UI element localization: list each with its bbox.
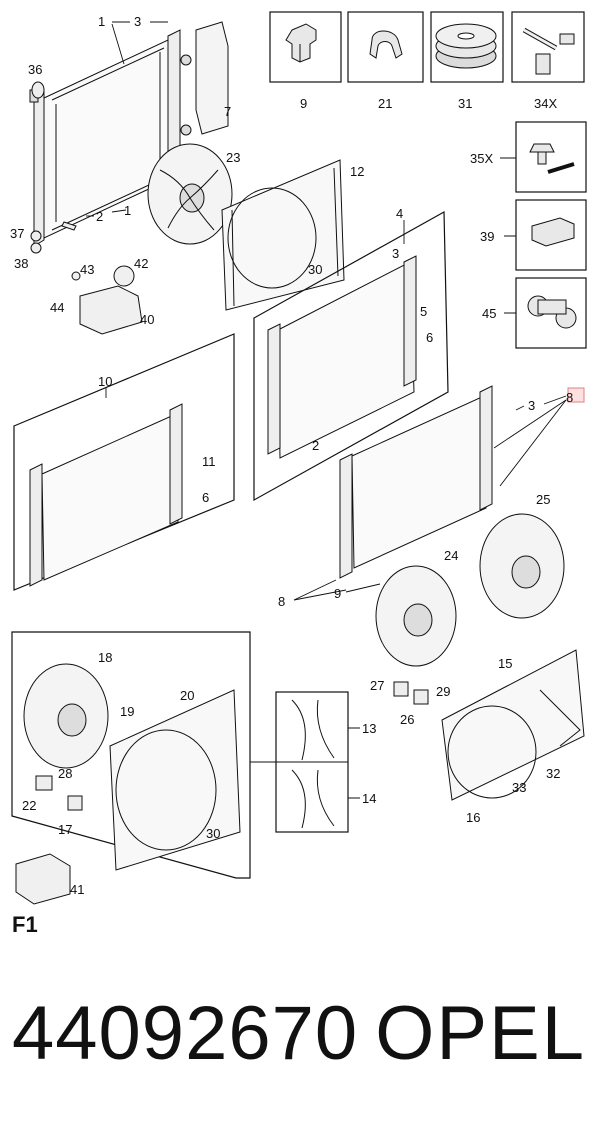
callout: 2 (96, 209, 103, 224)
callout: 26 (400, 712, 414, 727)
fan-blade-23 (147, 143, 233, 245)
callout: 4 (396, 206, 403, 221)
inset-part-45: 45 (482, 277, 587, 349)
callout: 23 (226, 150, 240, 165)
callout: 18 (98, 650, 112, 665)
fan-assembly-box (11, 631, 251, 879)
callout: 19 (120, 704, 134, 719)
callout: 38 (14, 256, 28, 271)
callout: 28 (58, 766, 72, 781)
callout: 10 (98, 374, 112, 389)
fan-blade-25 (479, 513, 565, 619)
inset-part-21: 21 (347, 11, 424, 111)
fan-blade-18 (23, 663, 109, 769)
callout: 43 (80, 262, 94, 277)
reservoir-41 (15, 853, 71, 905)
radiator-right (339, 385, 585, 579)
fan-blade-24 (375, 565, 457, 667)
inset-label: 31 (458, 96, 472, 111)
callout: 1 (124, 203, 131, 218)
detail-inset-13-14 (250, 691, 360, 833)
callout: 27 (370, 678, 384, 693)
callout: 3 (392, 246, 399, 261)
inset-label: 9 (300, 96, 307, 111)
callout: 15 (498, 656, 512, 671)
inset-part-34x: 34X (511, 11, 585, 111)
part-number: 44092670 (12, 991, 359, 1076)
callout: 2 (312, 438, 319, 453)
callout: 42 (134, 256, 148, 271)
callout: 20 (180, 688, 194, 703)
radiator-box-4 (253, 210, 449, 502)
callout: 40 (140, 312, 154, 327)
callout: 8 (278, 594, 285, 609)
callout: 41 (70, 882, 84, 897)
callout: 32 (546, 766, 560, 781)
reservoir-40 (71, 265, 143, 335)
callout: 6 (202, 490, 209, 505)
section-label: F1 (12, 912, 38, 937)
callout: 36 (28, 62, 42, 77)
footer: 44092670 OPEL (0, 990, 600, 1110)
callout: 8 (566, 390, 573, 405)
small-parts-left (30, 81, 77, 254)
inset-part-35x: 35X (470, 121, 587, 193)
inset-label: 34X (534, 96, 557, 111)
leader-lines (86, 21, 567, 601)
inset-part-9: 9 (269, 11, 342, 111)
callout: 29 (436, 684, 450, 699)
callout: 16 (466, 810, 480, 825)
callout: 25 (536, 492, 550, 507)
callout: 30 (308, 262, 322, 277)
callout: 37 (10, 226, 24, 241)
callout: 9 (334, 586, 341, 601)
callout: 44 (50, 300, 64, 315)
callout: 24 (444, 548, 458, 563)
callout: 6 (426, 330, 433, 345)
brand-name: OPEL (375, 991, 586, 1076)
callout: 3 (134, 14, 141, 29)
resistor-parts (35, 681, 429, 811)
callout-labels: 1 3 36 7 23 12 2 1 37 38 43 42 44 40 4 3… (10, 14, 573, 897)
deflector-panel-7 (195, 21, 229, 135)
inset-label: 21 (378, 96, 392, 111)
inset-label: 45 (482, 306, 496, 321)
callout: 11 (202, 454, 216, 469)
callout: 14 (362, 791, 376, 806)
callout: 7 (224, 104, 231, 119)
callout: 5 (420, 304, 427, 319)
inset-part-39: 39 (480, 199, 587, 271)
callout: 13 (362, 721, 376, 736)
callout: 33 (512, 780, 526, 795)
callout: 30 (206, 826, 220, 841)
inset-label: 35X (470, 151, 493, 166)
inset-part-31: 31 (430, 11, 504, 111)
callout: 17 (58, 822, 72, 837)
inset-label: 39 (480, 229, 494, 244)
callout: 1 (98, 14, 105, 29)
callout: 22 (22, 798, 36, 813)
fan-shroud-12 (221, 159, 345, 311)
radiator-box-10 (13, 333, 235, 591)
callout: 3 (528, 398, 535, 413)
fan-shroud-15 (441, 649, 585, 801)
callout: 12 (350, 164, 364, 179)
